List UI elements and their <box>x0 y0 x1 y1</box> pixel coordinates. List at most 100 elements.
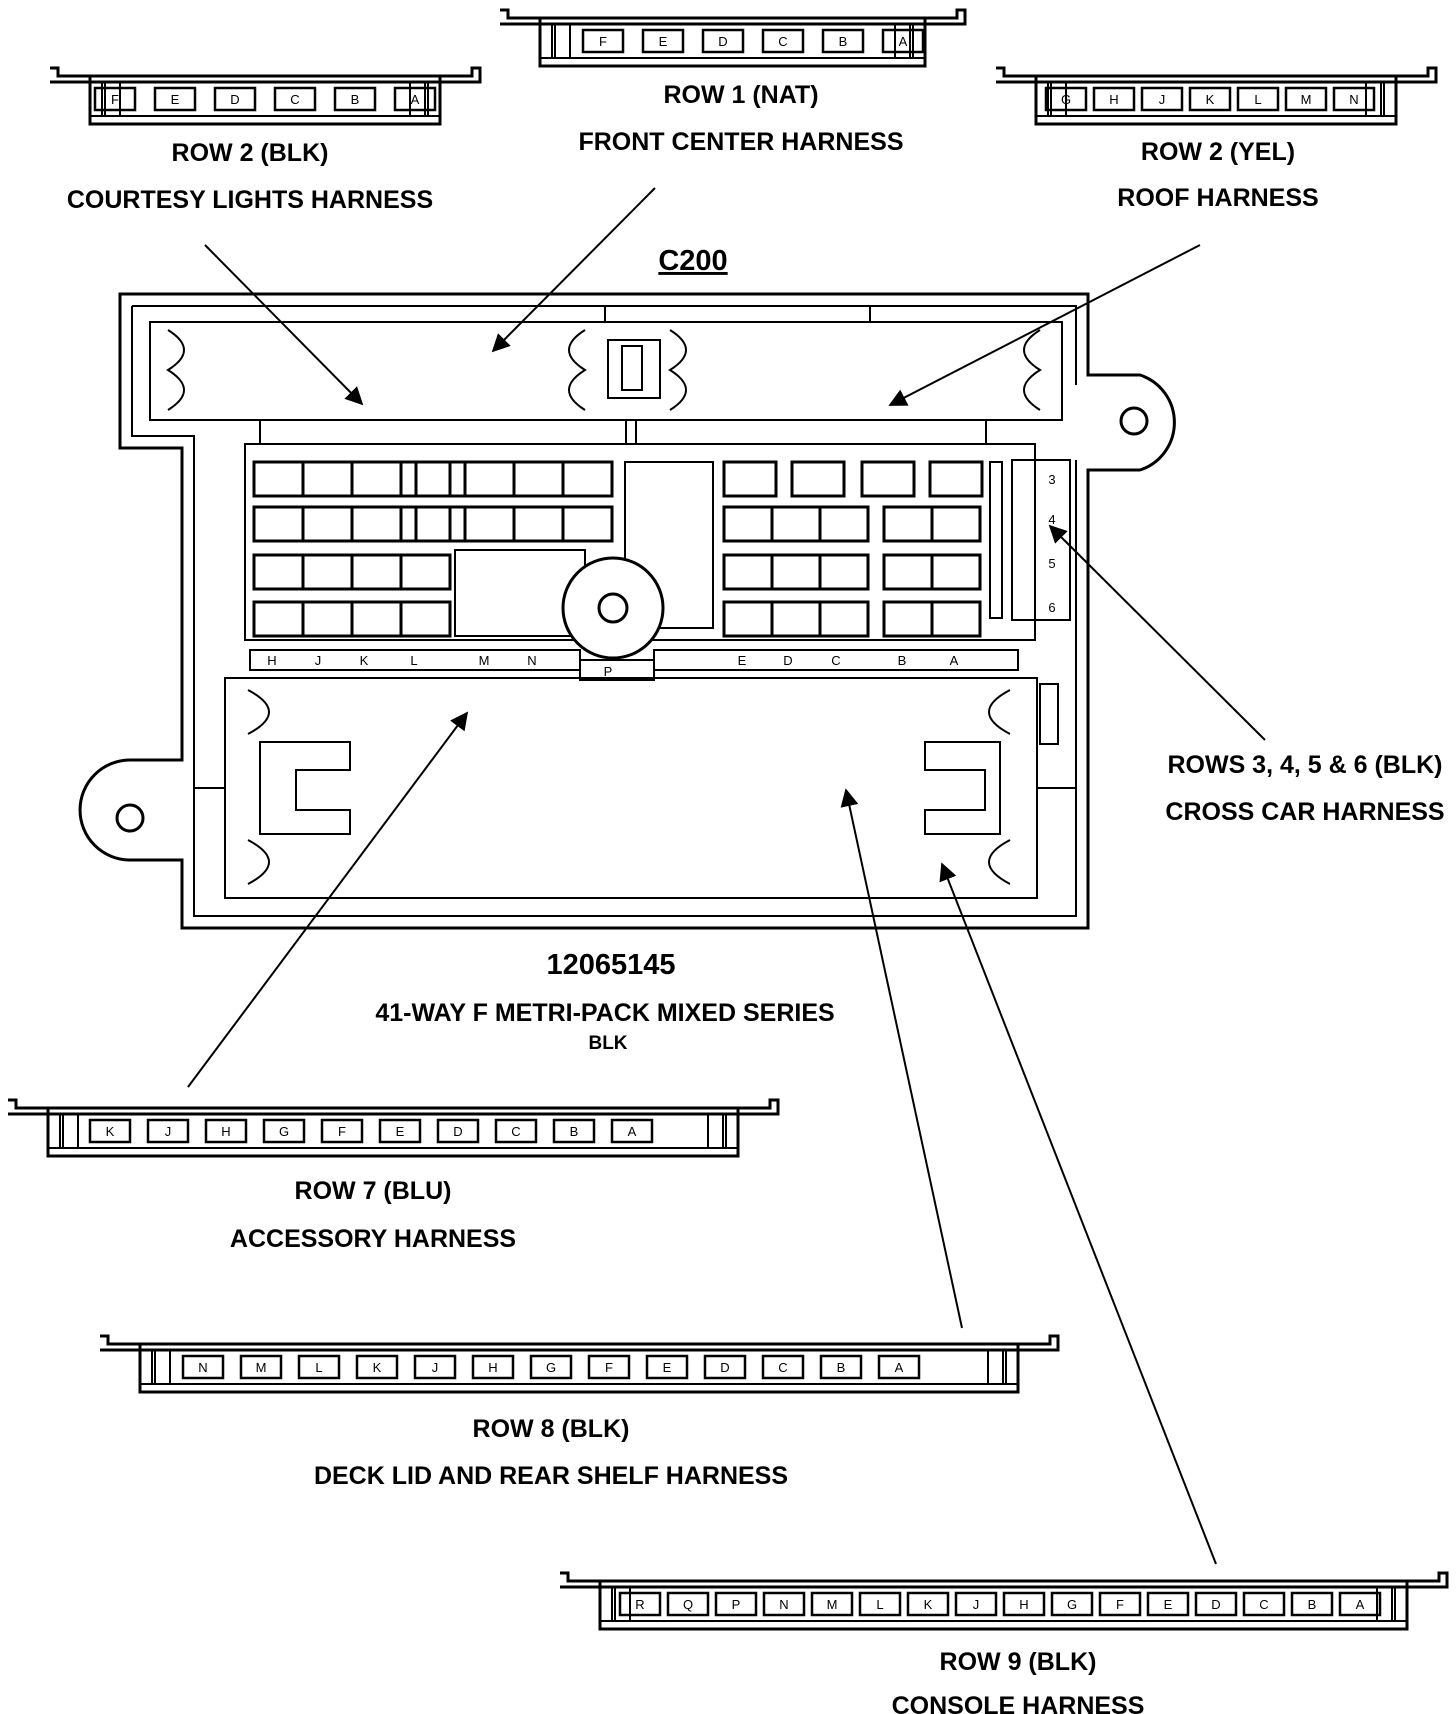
face-pin-label: H <box>267 653 276 668</box>
pin-label: J <box>973 1597 980 1612</box>
cavity <box>399 460 452 498</box>
pin-label: J <box>1159 92 1166 107</box>
pin-cavity <box>1338 1591 1382 1617</box>
pin-label: B <box>1308 1597 1317 1612</box>
cavity <box>301 460 354 498</box>
pin-label: M <box>827 1597 838 1612</box>
cavity <box>252 553 305 591</box>
cavity <box>860 460 916 498</box>
cavity <box>350 553 403 591</box>
pin-label: L <box>315 1360 322 1375</box>
cavity <box>722 600 774 638</box>
pin-label: D <box>1211 1597 1220 1612</box>
pin-cavity <box>954 1591 998 1617</box>
pin-label: B <box>570 1124 579 1139</box>
pin-cavity <box>858 1591 902 1617</box>
pin-label: J <box>432 1360 439 1375</box>
cavity <box>882 600 934 638</box>
cavity <box>882 505 934 543</box>
pin-label: C <box>1259 1597 1268 1612</box>
side-pin-label: 3 <box>1048 472 1055 487</box>
cavity <box>512 505 565 543</box>
cavity <box>399 600 452 638</box>
pin-label: E <box>659 34 668 49</box>
pin-label: A <box>895 1360 904 1375</box>
cavity <box>790 460 846 498</box>
strip-inner <box>151 1349 1007 1385</box>
face-pin-label: N <box>527 653 536 668</box>
pin-label: R <box>635 1597 644 1612</box>
pin-label: D <box>230 92 239 107</box>
side-pin-label: 6 <box>1048 600 1055 615</box>
pin-label: N <box>198 1360 207 1375</box>
pin-cavity <box>393 86 437 112</box>
cavity <box>818 600 870 638</box>
cavity <box>930 505 982 543</box>
pin-cavity <box>819 1354 863 1380</box>
pin-label: F <box>605 1360 613 1375</box>
strip-inner <box>59 1113 727 1149</box>
cavity <box>252 505 305 543</box>
connector-cavities <box>252 460 984 638</box>
row8-blk-label: ROW 8 (BLK) <box>473 1415 630 1443</box>
strip-rail <box>8 1098 780 1116</box>
row2-yel-label: ROW 2 (YEL) <box>1141 138 1295 166</box>
pin-cavity <box>703 1354 747 1380</box>
pin-cavity <box>436 1118 480 1144</box>
pin-cavity <box>204 1118 248 1144</box>
pin-cavity <box>881 28 925 54</box>
face-pin-label: C <box>831 653 840 668</box>
pin-cavity <box>355 1354 399 1380</box>
pin-label: E <box>1164 1597 1173 1612</box>
cross-car-harness-label: CROSS CAR HARNESS <box>1165 798 1444 826</box>
face-pin-label: K <box>360 653 369 668</box>
face-pin-label: P <box>604 664 613 679</box>
roof-harness-label: ROOF HARNESS <box>1117 184 1318 212</box>
pin-cavity <box>610 1118 654 1144</box>
face-pin-label: L <box>410 653 417 668</box>
pin-cavity <box>88 1118 132 1144</box>
pin-label: H <box>221 1124 230 1139</box>
arrow-cross-car <box>1048 524 1266 741</box>
cavity <box>350 460 403 498</box>
pin-cavity <box>529 1354 573 1380</box>
cavity <box>350 505 403 543</box>
pin-label: D <box>718 34 727 49</box>
pin-cavity <box>471 1354 515 1380</box>
pin-label: F <box>599 34 607 49</box>
pin-label: A <box>411 92 420 107</box>
cavity <box>463 460 516 498</box>
pin-cavity <box>1284 86 1328 112</box>
pin-label: H <box>1109 92 1118 107</box>
pin-label: A <box>899 34 908 49</box>
pin-cavity <box>761 1354 805 1380</box>
row1-nat-label: ROW 1 (NAT) <box>663 81 818 109</box>
pin-label: E <box>396 1124 405 1139</box>
row9-blk-label: ROW 9 (BLK) <box>940 1648 1097 1676</box>
pin-label: A <box>1356 1597 1365 1612</box>
pin-cavity <box>1146 1591 1190 1617</box>
strip-inner <box>101 81 429 117</box>
pin-cavity <box>645 1354 689 1380</box>
cavity <box>301 553 354 591</box>
cavity <box>818 553 870 591</box>
pin-cavity <box>666 1591 710 1617</box>
cavity <box>301 600 354 638</box>
cavity <box>818 505 870 543</box>
cavity <box>561 460 614 498</box>
pin-cavity <box>262 1118 306 1144</box>
cavity <box>512 460 565 498</box>
strip-rail <box>560 1571 1449 1589</box>
strip-inner <box>1047 81 1385 117</box>
pin-cavity <box>93 86 137 112</box>
pin-label: K <box>373 1360 382 1375</box>
row2-blk-label: ROW 2 (BLK) <box>172 139 329 167</box>
pin-cavity <box>1140 86 1184 112</box>
strip-rail <box>996 66 1438 84</box>
face-pin-label: M <box>479 653 490 668</box>
cavity <box>414 460 467 498</box>
